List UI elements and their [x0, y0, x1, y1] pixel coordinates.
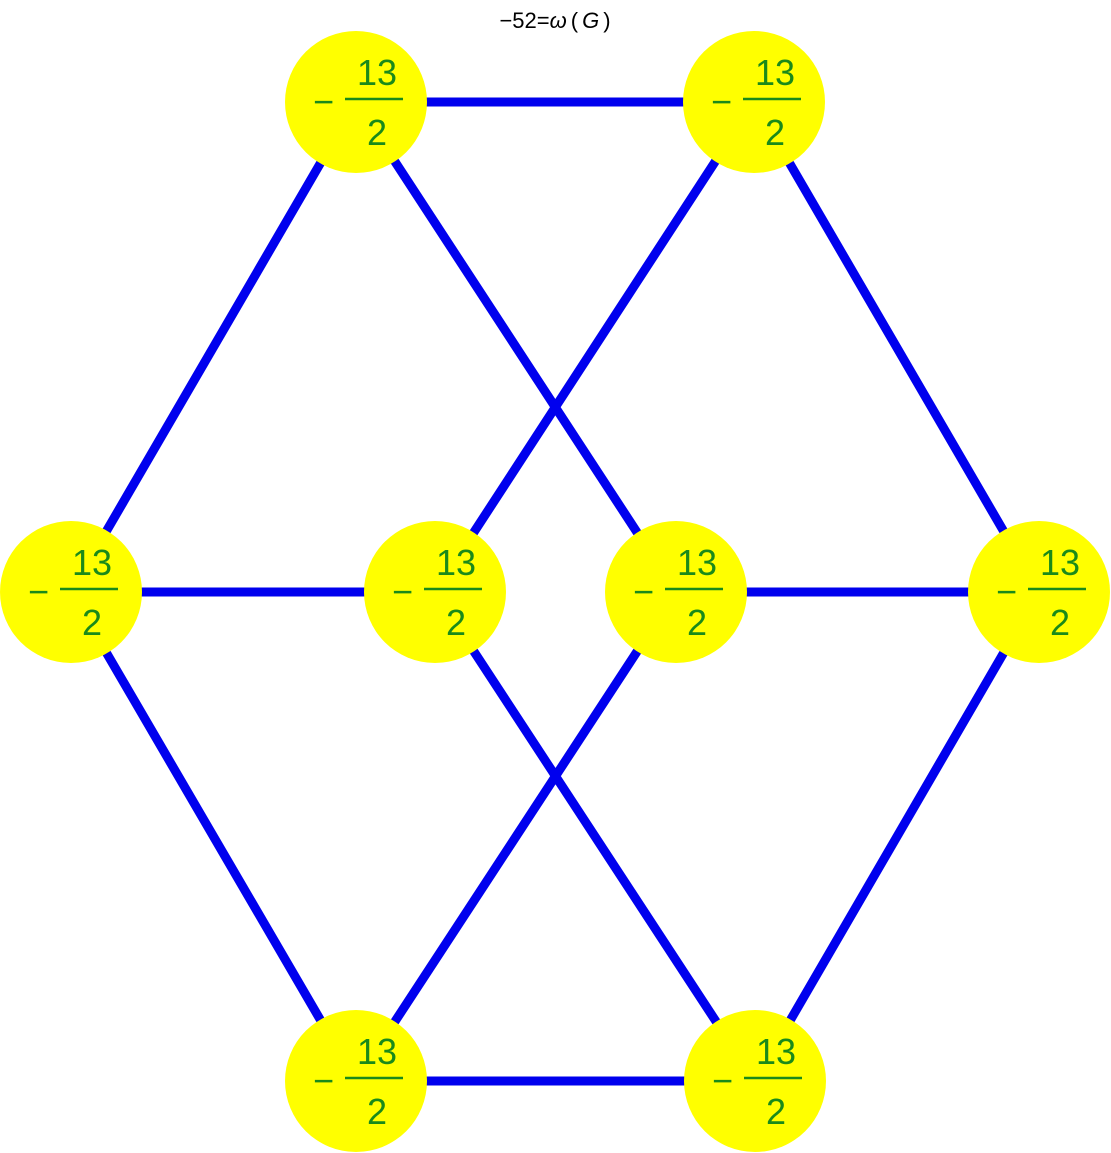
edges-layer	[67, 97, 1043, 1086]
graph-node-mid-far-left: −13 2	[0, 521, 142, 663]
graph-edge	[352, 99, 680, 595]
node-numerator: 13	[756, 1031, 796, 1072]
nodes-layer: −132−132−132−132−132−132−132−132	[0, 31, 1110, 1152]
node-circle	[683, 31, 825, 173]
graph-edge	[431, 589, 759, 1084]
node-circle	[684, 1010, 826, 1152]
graph-edge	[751, 589, 1043, 1084]
graph-edge	[431, 99, 758, 595]
graph-edge	[67, 589, 360, 1084]
node-circle	[968, 521, 1110, 663]
node-circle	[0, 521, 142, 663]
node-sign: −	[711, 81, 732, 122]
graph-node-top-left: −13 2	[285, 31, 427, 173]
graph-node-bottom-left: −13 2	[285, 1010, 427, 1152]
graph-node-top-right: −13 2	[683, 31, 825, 173]
node-denominator: 2	[367, 112, 387, 153]
node-circle	[605, 521, 747, 663]
node-denominator: 2	[82, 602, 102, 643]
node-denominator: 2	[446, 602, 466, 643]
graph-node-mid-inner-right: −13 2	[605, 521, 747, 663]
node-denominator: 2	[1050, 602, 1070, 643]
node-circle	[285, 1010, 427, 1152]
node-numerator: 13	[1040, 542, 1080, 583]
node-sign: −	[28, 571, 49, 612]
graph-edge	[750, 99, 1043, 595]
title-open-paren: (	[571, 8, 579, 33]
node-denominator: 2	[766, 1091, 786, 1132]
node-sign: −	[313, 1060, 334, 1101]
node-sign: −	[392, 571, 413, 612]
node-sign: −	[633, 571, 654, 612]
graph-edge	[67, 99, 360, 595]
node-circle	[285, 31, 427, 173]
title-var: G	[582, 8, 599, 33]
node-circle	[364, 521, 506, 663]
title-prefix: −52=	[499, 8, 549, 33]
node-denominator: 2	[687, 602, 707, 643]
graph-node-mid-inner-left: −13 2	[364, 521, 506, 663]
node-sign: −	[712, 1060, 733, 1101]
diagram-title: −52=ω(G)	[499, 8, 610, 33]
node-numerator: 13	[357, 1031, 397, 1072]
node-sign: −	[313, 81, 334, 122]
node-sign: −	[996, 571, 1017, 612]
node-numerator: 13	[677, 542, 717, 583]
node-numerator: 13	[357, 52, 397, 93]
node-denominator: 2	[367, 1091, 387, 1132]
graph-edge	[352, 589, 680, 1084]
title-omega: ω	[550, 8, 567, 33]
graph-node-mid-far-right: −13 2	[968, 521, 1110, 663]
node-denominator: 2	[765, 112, 785, 153]
node-numerator: 13	[72, 542, 112, 583]
title-close-paren: )	[603, 8, 610, 33]
graph-node-bottom-right: −13 2	[684, 1010, 826, 1152]
node-numerator: 13	[436, 542, 476, 583]
node-numerator: 13	[755, 52, 795, 93]
